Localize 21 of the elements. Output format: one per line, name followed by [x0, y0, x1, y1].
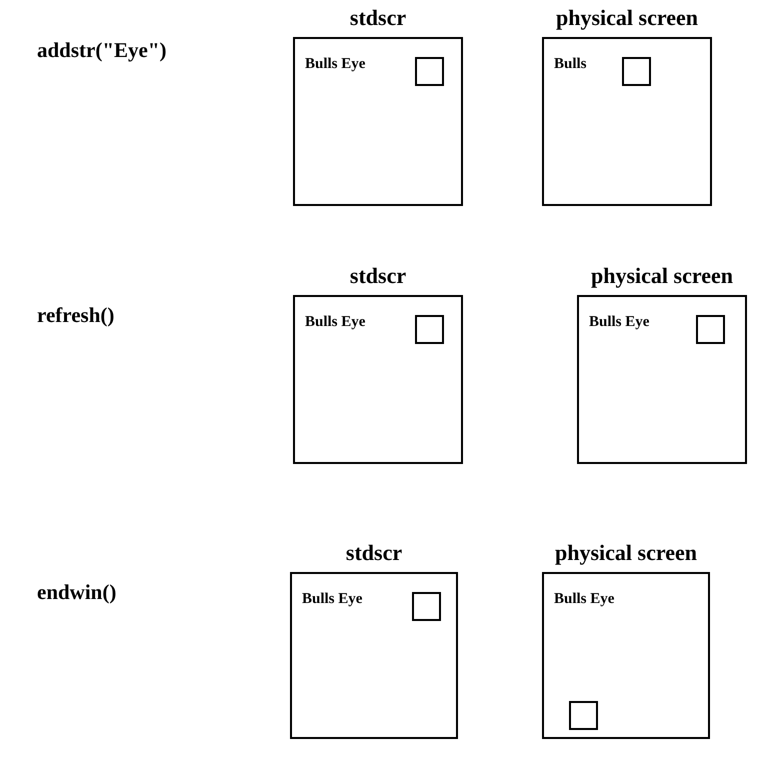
- screen-text: Bulls Eye: [302, 590, 362, 608]
- screen-title: stdscr: [348, 263, 408, 289]
- screen-text: Bulls: [554, 55, 587, 73]
- screen-text: Bulls Eye: [554, 590, 614, 608]
- screen-text: Bulls Eye: [589, 313, 650, 331]
- screen-text: Bulls Eye: [305, 313, 366, 331]
- screen-title: physical screen: [554, 540, 698, 566]
- cursor-square: [412, 592, 441, 621]
- cursor-square: [622, 57, 651, 86]
- cursor-square: [415, 315, 444, 344]
- cursor-square: [415, 57, 444, 86]
- function-call-label: addstr("Eye"): [37, 38, 166, 63]
- screen-title: physical screen: [590, 263, 734, 289]
- function-call-label: endwin(): [37, 580, 116, 605]
- cursor-square: [696, 315, 725, 344]
- screen-title: stdscr: [348, 5, 408, 31]
- screen-title: stdscr: [344, 540, 404, 566]
- function-call-label: refresh(): [37, 303, 114, 328]
- screen-title: physical screen: [555, 5, 699, 31]
- cursor-square: [569, 701, 598, 730]
- screen-text: Bulls Eye: [305, 55, 366, 73]
